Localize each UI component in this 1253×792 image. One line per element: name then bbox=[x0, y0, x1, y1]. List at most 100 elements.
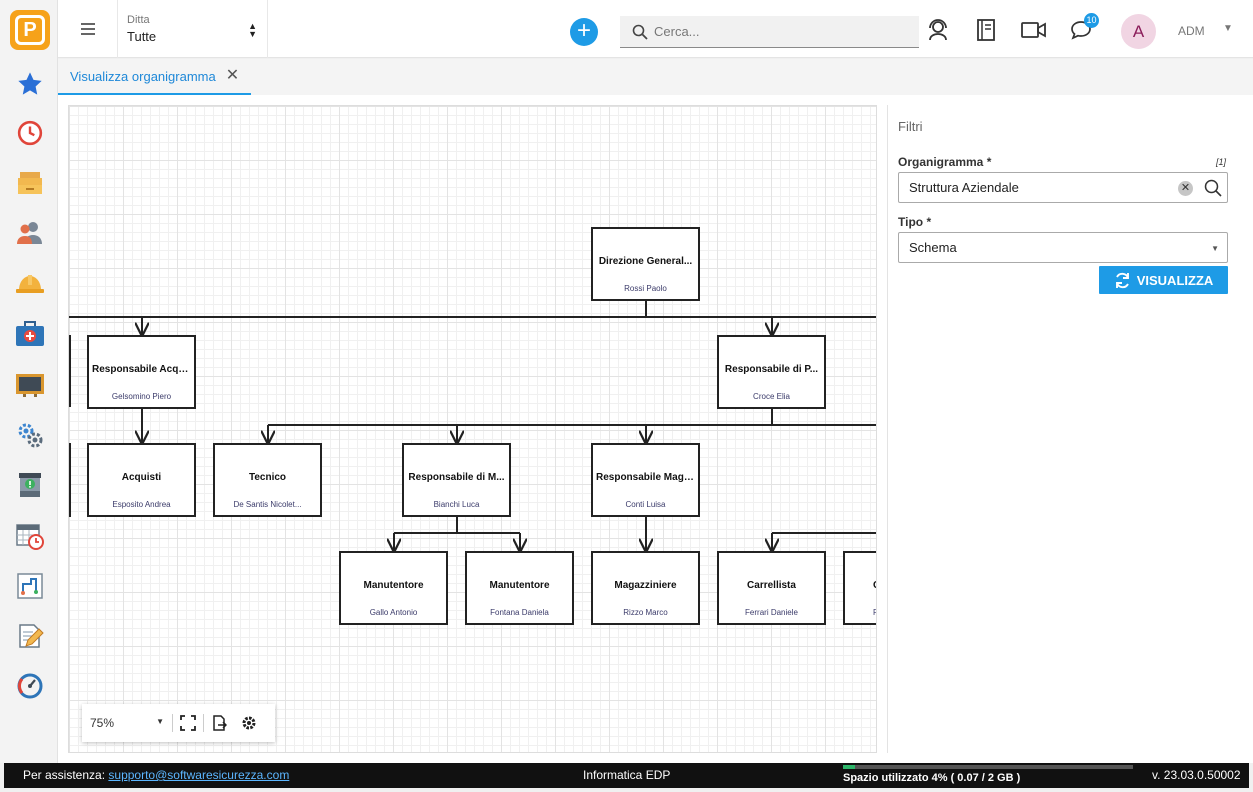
org-node[interactable]: Responsabile di M... Bianchi Luca bbox=[402, 443, 511, 517]
toolbar-divider bbox=[172, 714, 173, 732]
visualizza-button[interactable]: VISUALIZZA bbox=[1099, 266, 1228, 294]
orgchart-connectors bbox=[69, 301, 876, 753]
chat-badge: 10 bbox=[1084, 13, 1099, 28]
org-node-person: Conti Luisa bbox=[625, 500, 666, 509]
org-node[interactable]: Acquisti Esposito Andrea bbox=[87, 443, 196, 517]
org-node-title: Magazziniere bbox=[614, 580, 677, 591]
ditta-label: Ditta bbox=[127, 14, 150, 26]
hamburger-menu-icon[interactable] bbox=[58, 0, 118, 58]
sidebar: P bbox=[0, 0, 58, 763]
orgchart-canvas[interactable]: Direzione General... Rossi Paolo Respons… bbox=[68, 105, 877, 753]
search-icon[interactable] bbox=[1203, 178, 1223, 198]
chevron-down-icon[interactable]: ▼ bbox=[1223, 23, 1233, 34]
caret-down-icon: ▼ bbox=[1211, 244, 1219, 253]
storage-progress-bar bbox=[843, 765, 1133, 769]
fullscreen-icon[interactable] bbox=[173, 708, 203, 738]
org-node-person: Esposito Andrea bbox=[112, 500, 171, 509]
org-node-title: C bbox=[845, 580, 876, 591]
org-node-title: Carrellista bbox=[747, 580, 796, 591]
org-node[interactable]: C F bbox=[843, 551, 876, 625]
hard-hat-icon[interactable] bbox=[14, 268, 46, 300]
org-node-title: Manutentore bbox=[489, 580, 550, 591]
org-node-person: Gelsomino Piero bbox=[111, 392, 172, 401]
org-node-person: F bbox=[845, 608, 876, 617]
edit-document-icon[interactable] bbox=[14, 620, 46, 652]
version-text: v. 23.03.0.50002 bbox=[1152, 768, 1241, 782]
organigramma-label: Organigramma * [1] bbox=[898, 155, 1228, 169]
org-node-title: Tecnico bbox=[248, 472, 287, 483]
org-node[interactable]: Responsabile Acqu... Gelsomino Piero bbox=[87, 335, 196, 409]
close-icon[interactable]: ✕ bbox=[225, 67, 240, 84]
main-panel: Direzione General... Rossi Paolo Respons… bbox=[58, 95, 1253, 763]
storage-progress-fill bbox=[843, 765, 855, 769]
org-node[interactable]: Manutentore Fontana Daniela bbox=[465, 551, 574, 625]
favorites-star-icon[interactable] bbox=[14, 68, 46, 100]
first-aid-kit-icon[interactable] bbox=[14, 318, 46, 350]
support-agent-icon[interactable] bbox=[925, 17, 951, 43]
org-node-title: Direzione General... bbox=[598, 256, 693, 267]
export-icon[interactable] bbox=[204, 708, 234, 738]
org-node-title: Acquisti bbox=[121, 472, 162, 483]
org-node[interactable]: Responsabile di P... Croce Elia bbox=[717, 335, 826, 409]
visualizza-label: VISUALIZZA bbox=[1136, 272, 1214, 288]
support-email-link[interactable]: supporto@softwaresicurezza.com bbox=[108, 768, 290, 782]
archive-boxes-icon[interactable] bbox=[14, 167, 46, 199]
avatar[interactable]: A bbox=[1121, 14, 1156, 49]
org-node-person: Croce Elia bbox=[753, 392, 790, 401]
org-node[interactable]: Carrellista Ferrari Daniele bbox=[717, 551, 826, 625]
zoom-value: 75% bbox=[90, 716, 115, 730]
history-clock-icon[interactable] bbox=[14, 117, 46, 149]
video-camera-icon[interactable] bbox=[1021, 17, 1047, 43]
org-node-title: Responsabile Maga... bbox=[596, 472, 698, 483]
support-label: Per assistenza: bbox=[23, 768, 106, 782]
clear-icon[interactable]: ✕ bbox=[1178, 181, 1193, 196]
tab-visualizza-organigramma[interactable]: Visualizza organigramma ✕ bbox=[58, 59, 252, 95]
tipo-value: Schema bbox=[909, 240, 957, 255]
org-node-title: Responsabile Acqu... bbox=[92, 364, 193, 375]
footer: Per assistenza: supporto@softwaresicurez… bbox=[4, 763, 1249, 788]
storage-usage-text: Spazio utilizzato 4% ( 0.07 / 2 GB ) bbox=[843, 772, 1021, 784]
gauge-icon[interactable] bbox=[14, 670, 46, 702]
zoom-select[interactable]: 75% ▼ bbox=[82, 716, 172, 730]
org-node-person: De Santis Nicolet... bbox=[233, 500, 302, 509]
panel-divider bbox=[887, 105, 888, 753]
org-node[interactable]: Tecnico De Santis Nicolet... bbox=[213, 443, 322, 517]
org-node-person: Fontana Daniela bbox=[490, 608, 549, 617]
organigramma-label-text: Organigramma * bbox=[898, 155, 992, 169]
org-node-title: Manutentore bbox=[363, 580, 424, 591]
org-node-person: Rossi Paolo bbox=[624, 284, 667, 293]
search-input[interactable] bbox=[654, 24, 904, 39]
caret-down-icon: ▼ bbox=[156, 717, 164, 726]
chat-icon[interactable]: 10 bbox=[1068, 13, 1099, 43]
app-logo-icon[interactable]: P bbox=[10, 10, 50, 50]
people-icon[interactable] bbox=[14, 217, 46, 249]
top-bar: Ditta Tutte ▲▼ + 10 A ADM ▼ bbox=[58, 0, 1253, 58]
presentation-board-icon[interactable] bbox=[14, 369, 46, 401]
chart-toolbar: 75% ▼ bbox=[82, 704, 275, 742]
manual-book-icon[interactable] bbox=[973, 17, 999, 43]
user-name[interactable]: ADM bbox=[1178, 24, 1205, 38]
settings-gears-icon[interactable] bbox=[14, 419, 46, 451]
toolbar-divider bbox=[203, 714, 204, 732]
org-node[interactable]: Magazziniere Rizzo Marco bbox=[591, 551, 700, 625]
alert-archive-icon[interactable] bbox=[14, 469, 46, 501]
org-node-person: Ferrari Daniele bbox=[745, 608, 798, 617]
org-node[interactable]: Manutentore Gallo Antonio bbox=[339, 551, 448, 625]
org-node-person: Gallo Antonio bbox=[369, 608, 418, 617]
tipo-label: Tipo * bbox=[898, 215, 932, 229]
workflow-diagram-icon[interactable] bbox=[14, 570, 46, 602]
tab-label: Visualizza organigramma bbox=[70, 69, 216, 84]
filters-panel: Filtri Organigramma * [1] Struttura Azie… bbox=[898, 119, 1228, 294]
ditta-value: Tutte bbox=[127, 29, 157, 44]
org-node[interactable]: Direzione General... Rossi Paolo bbox=[591, 227, 700, 301]
tipo-select[interactable]: Schema ▼ bbox=[898, 232, 1228, 263]
add-button[interactable]: + bbox=[570, 18, 598, 46]
org-node-person: Rizzo Marco bbox=[623, 608, 668, 617]
org-node[interactable]: Responsabile Maga... Conti Luisa bbox=[591, 443, 700, 517]
calendar-clock-icon[interactable] bbox=[14, 520, 46, 552]
settings-icon[interactable] bbox=[234, 708, 264, 738]
organigramma-field[interactable]: Struttura Aziendale ✕ bbox=[898, 172, 1228, 203]
search-box bbox=[620, 16, 919, 48]
support-info: Per assistenza: supporto@softwaresicurez… bbox=[23, 768, 289, 782]
ditta-selector[interactable]: Ditta Tutte ▲▼ bbox=[118, 0, 268, 58]
